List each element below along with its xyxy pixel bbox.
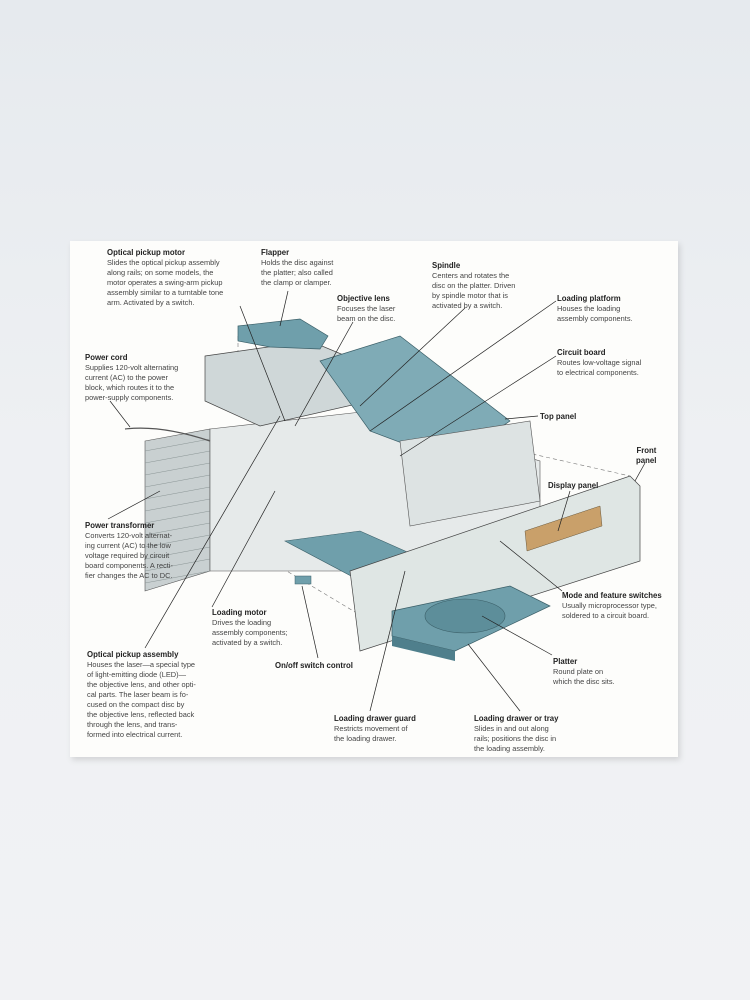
label-text: Houses the loading assembly components.	[557, 304, 633, 323]
circuit-board-shape	[399, 420, 541, 527]
label-title: Objective lens	[337, 294, 390, 303]
label-title: Circuit board	[557, 348, 606, 357]
label-title: Top panel	[540, 412, 577, 421]
switch-shape	[294, 575, 312, 585]
label-text: Round plate on which the disc sits.	[553, 667, 615, 686]
label-title: Front panel	[636, 446, 657, 465]
label-text: Routes low-voltage signal to electrical …	[557, 358, 642, 377]
label-title: Optical pickup motor	[107, 248, 185, 257]
label-text: Restricts movement of the loading drawer…	[334, 724, 408, 743]
flapper-shape	[237, 318, 329, 350]
label-text: Slides the optical pickup assembly along…	[107, 258, 224, 307]
label-text: Usually microprocessor type, soldered to…	[562, 601, 657, 620]
label-text: Focuses the laser beam on the disc.	[337, 304, 396, 323]
leader-lines	[107, 290, 646, 712]
label-text: Drives the loading assembly components; …	[212, 618, 288, 647]
drawer-front-shape	[392, 636, 455, 661]
label-title: On/off switch control	[275, 661, 353, 670]
label-text: Converts 120-volt alternat- ing current …	[85, 531, 173, 580]
label-title: Optical pickup assembly	[87, 650, 179, 659]
label-title: Loading motor	[212, 608, 267, 617]
display-window-shape	[524, 505, 603, 552]
label-text: Houses the laser—a special type of light…	[87, 660, 196, 739]
label-title: Display panel	[548, 481, 599, 490]
label-title: Platter	[553, 657, 578, 666]
label-title: Power cord	[85, 353, 128, 362]
fin-lines	[144, 438, 211, 584]
label-on-off-switch-control: On/off switch control	[275, 661, 353, 671]
label-title: Loading drawer guard	[334, 714, 416, 723]
label-title: Power transformer	[85, 521, 155, 530]
label-title: Loading drawer or tray	[474, 714, 559, 723]
power-cord-shape	[124, 427, 211, 442]
label-display-panel: Display panel	[548, 481, 598, 491]
label-title: Spindle	[432, 261, 461, 270]
cd-player-exploded-illustration	[107, 290, 646, 712]
label-text: Centers and rotates the disc on the plat…	[432, 271, 516, 310]
label-top-panel: Top panel	[540, 412, 576, 422]
label-title: Loading platform	[557, 294, 621, 303]
label-title: Flapper	[261, 248, 290, 257]
label-title: Mode and feature switches	[562, 591, 662, 600]
label-front-panel: Front panel	[636, 446, 656, 466]
platter-shape	[424, 598, 506, 634]
label-text: Slides in and out along rails; positions…	[474, 724, 557, 753]
label-text: Supplies 120-volt alternating current (A…	[85, 363, 179, 402]
label-text: Holds the disc against the platter; also…	[261, 258, 334, 287]
